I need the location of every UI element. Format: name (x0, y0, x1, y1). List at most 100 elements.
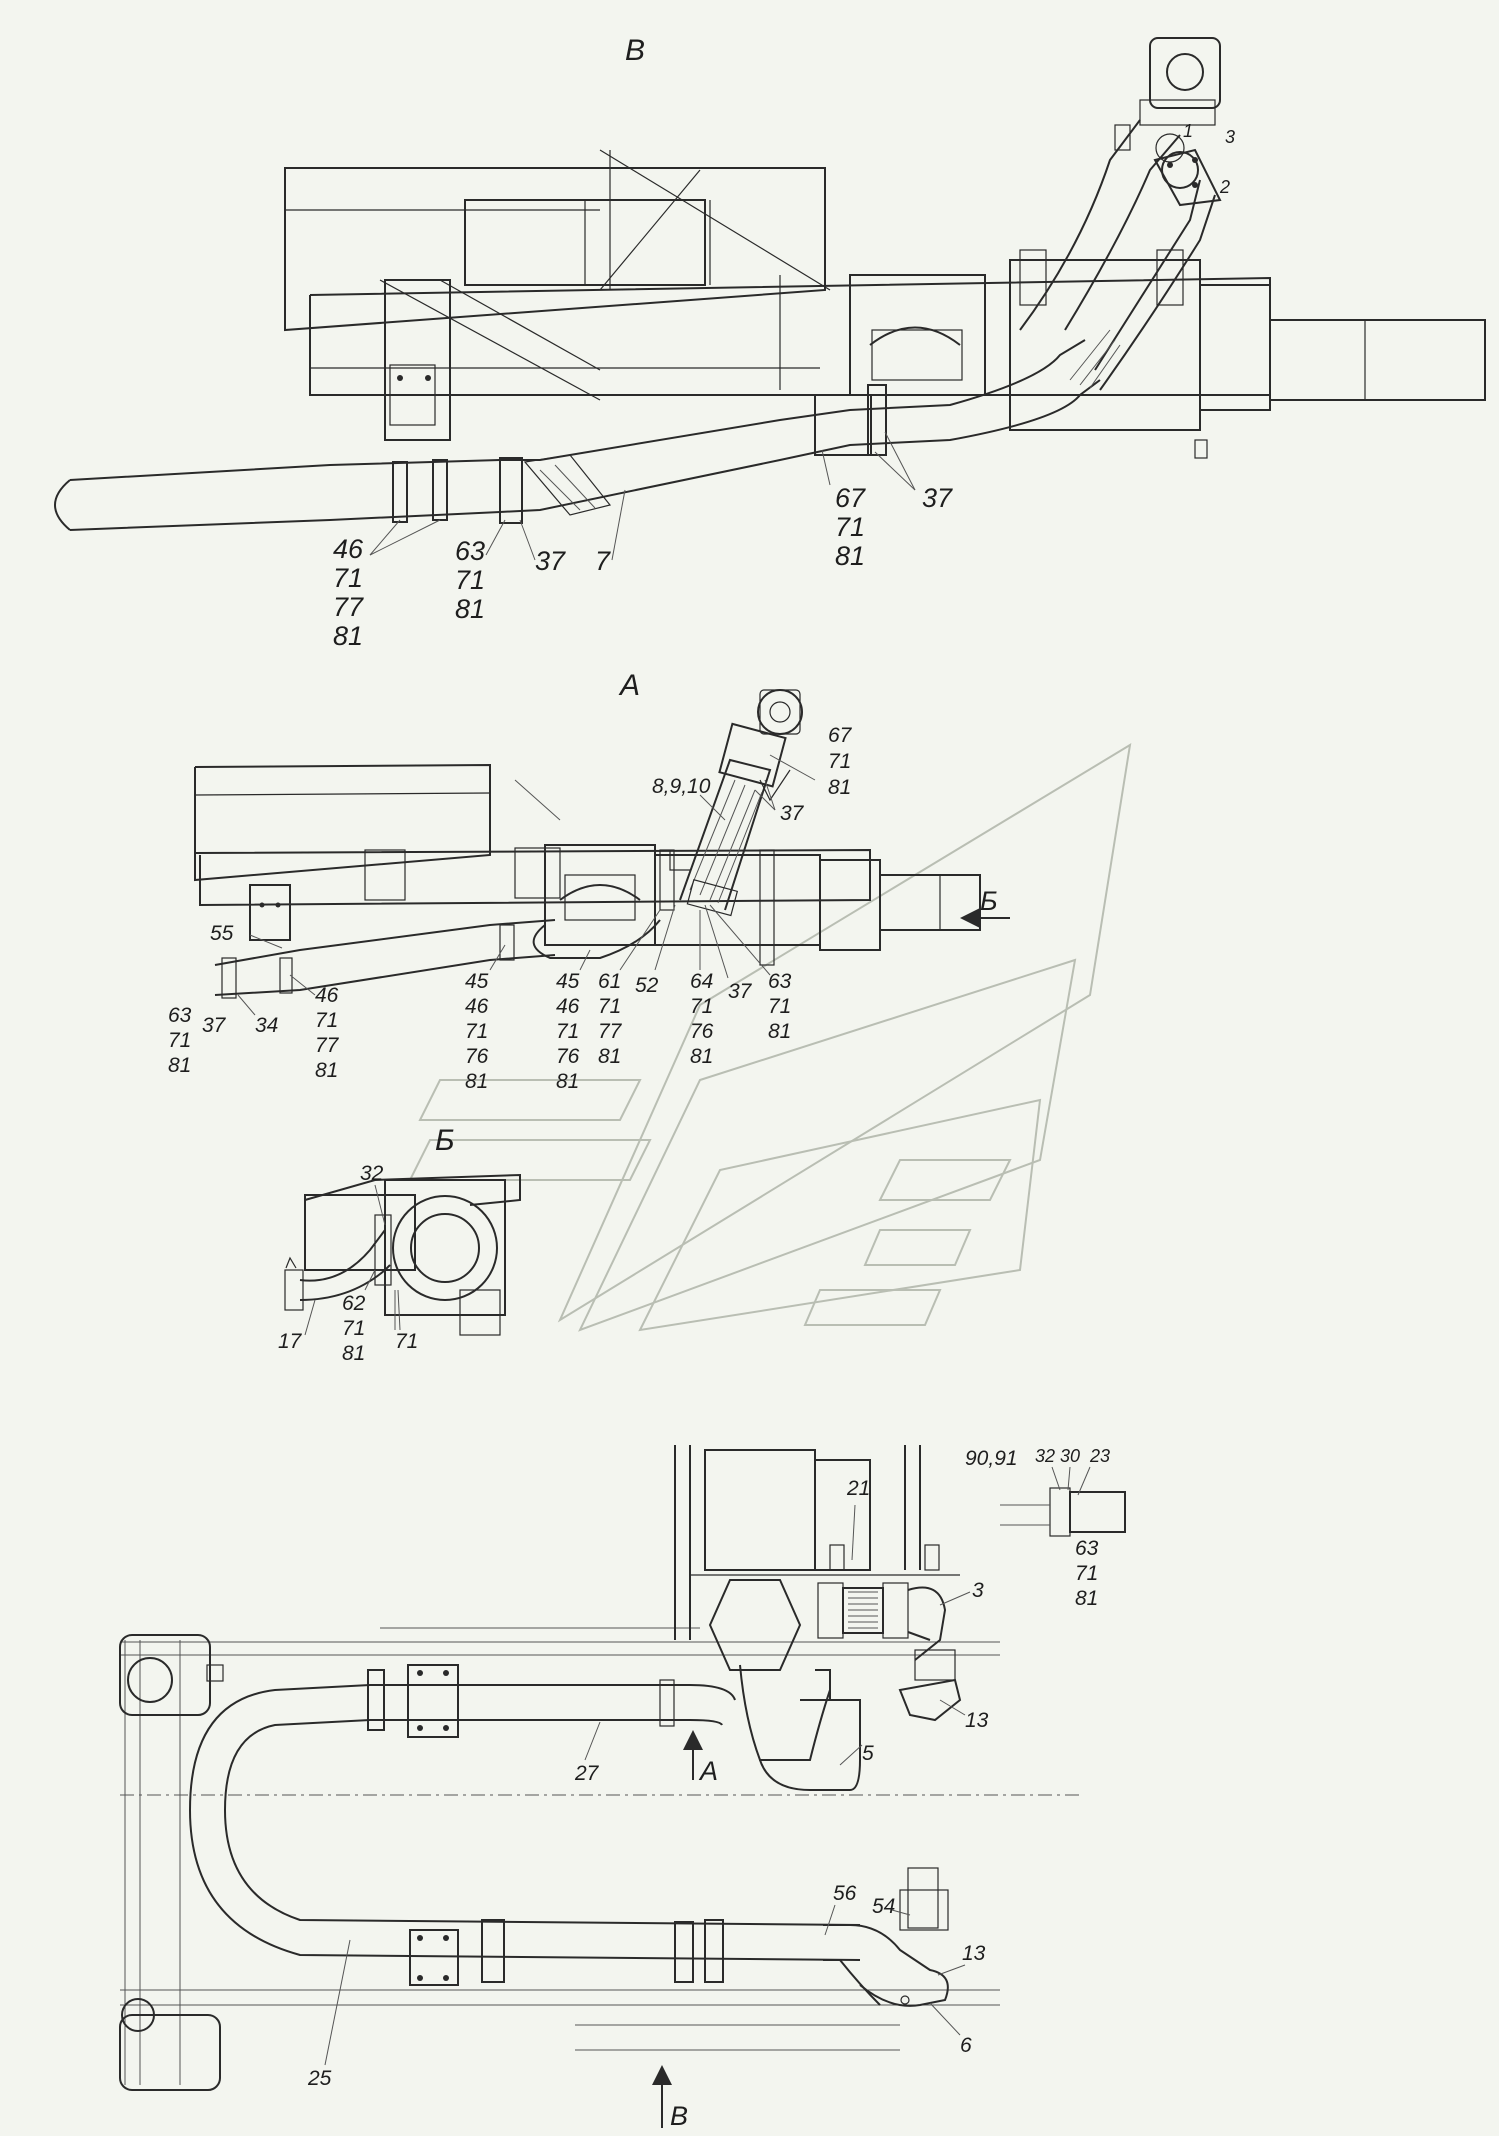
callout-7: 7 (595, 546, 611, 576)
callout-77-a: 77 (333, 592, 364, 622)
watermark-logo (408, 743, 1132, 1332)
flange-label-2: 2 (1219, 177, 1230, 197)
callout-81-c: 81 (835, 541, 865, 571)
a-callout-61: 61 (598, 970, 621, 993)
plan-callout-54: 54 (872, 1895, 895, 1918)
arrow-b-label: Б (980, 886, 998, 916)
plan-callout-3: 3 (972, 1579, 984, 1602)
view-a-flange (757, 689, 803, 735)
arrow-v-label: В (670, 2101, 688, 2131)
a-callout-45-m2: 45 (556, 970, 580, 993)
a-callout-71: 71 (828, 750, 851, 773)
flange-clamp-67 (718, 722, 787, 788)
frame-rail-upper (284, 167, 826, 332)
view-v-labels: В 1 2 3 46 71 77 81 63 71 81 37 7 67 71 … (333, 34, 1235, 651)
a-callout-81: 81 (828, 776, 851, 799)
callout-81-a: 81 (333, 621, 363, 651)
a-callout-71-m2: 71 (556, 1020, 579, 1043)
plan-callout-32: 32 (1035, 1446, 1055, 1466)
plan-callout-9091: 90,91 (965, 1447, 1018, 1470)
a-callout-46-m2: 46 (556, 995, 580, 1018)
a-callout-81-left2: 81 (315, 1059, 338, 1082)
flange-top (1149, 37, 1221, 109)
plan-callout-71: 71 (1075, 1562, 1098, 1585)
a-callout-46-m1: 46 (465, 995, 489, 1018)
plan-callout-13-upper: 13 (965, 1709, 989, 1732)
view-v-title: В (625, 34, 645, 67)
a-callout-pipe: 8,9,10 (652, 775, 711, 798)
a-callout-63-m7: 63 (768, 970, 792, 993)
a-callout-77-left2: 77 (315, 1034, 340, 1057)
a-callout-52: 52 (635, 974, 659, 997)
a-callout-45-m1: 45 (465, 970, 489, 993)
callout-71-a: 71 (333, 563, 363, 593)
plan-callout-30: 30 (1060, 1446, 1080, 1466)
plan-callout-21: 21 (846, 1477, 870, 1500)
view-v-assembly (54, 37, 1486, 531)
clamp-67 (814, 394, 872, 456)
plan-view-labels: 21 90,91 32 30 23 63 71 81 3 13 5 27 А 5… (307, 1446, 1110, 2131)
plan-callout-23: 23 (1089, 1446, 1110, 1466)
callout-37-b: 37 (535, 546, 566, 576)
callout-37-c: 37 (922, 483, 953, 513)
a-callout-46-left2: 46 (315, 984, 339, 1007)
plan-callout-6: 6 (960, 2034, 972, 2057)
view-a-assembly (194, 689, 981, 999)
a-callout-81-m5: 81 (690, 1045, 713, 1068)
plan-view-assembly (119, 1445, 1126, 2091)
a-callout-77-m3: 77 (598, 1020, 623, 1043)
view-a-labels: А 67 71 81 8,9,10 37 Б 55 34 37 63 71 81… (168, 669, 1010, 1093)
flange-label-1: 1 (1183, 121, 1193, 141)
a-callout-76-m1: 76 (465, 1045, 489, 1068)
callout-67-c: 67 (835, 483, 866, 513)
callout-81-b: 81 (455, 594, 485, 624)
b-callout-71: 71 (342, 1317, 365, 1340)
a-callout-71-m1: 71 (465, 1020, 488, 1043)
a-callout-76-m5: 76 (690, 1020, 714, 1043)
b-callout-62: 62 (342, 1292, 366, 1315)
a-callout-37-top: 37 (780, 802, 805, 825)
plan-callout-27: 27 (574, 1762, 600, 1785)
b-callout-81: 81 (342, 1342, 365, 1365)
top-left-mount (127, 1657, 173, 1703)
callout-46-a: 46 (333, 534, 364, 564)
plan-callout-56: 56 (833, 1882, 857, 1905)
muffler-outlet-circle (392, 1195, 498, 1301)
arrow-a-label: А (698, 1756, 718, 1786)
a-callout-71-m7: 71 (768, 995, 791, 1018)
a-callout-55: 55 (210, 922, 234, 945)
clamp-46 (392, 461, 408, 523)
plan-callout-13-lower: 13 (962, 1942, 986, 1965)
callout-71-b: 71 (455, 565, 485, 595)
a-callout-37-left: 37 (202, 1014, 227, 1037)
b-callout-32: 32 (360, 1162, 384, 1185)
a-callout-34: 34 (255, 1014, 278, 1037)
a-callout-67: 67 (828, 724, 853, 747)
a-callout-63-left: 63 (168, 1004, 192, 1027)
a-callout-71-left2: 71 (315, 1009, 338, 1032)
flange-label-3: 3 (1225, 127, 1235, 147)
view-b-assembly (284, 1173, 521, 1336)
a-callout-71-m3: 71 (598, 995, 621, 1018)
view-b-labels: Б 32 62 71 81 17 71 (278, 1124, 455, 1365)
a-callout-81-m2: 81 (556, 1070, 579, 1093)
a-callout-71-left: 71 (168, 1029, 191, 1052)
plan-callout-5: 5 (862, 1742, 874, 1765)
a-callout-81-left: 81 (168, 1054, 191, 1077)
callout-63-b: 63 (455, 536, 485, 566)
plan-callout-25: 25 (307, 2067, 332, 2090)
a-callout-71-m5: 71 (690, 995, 713, 1018)
a-callout-76-m2: 76 (556, 1045, 580, 1068)
clamp-63 (499, 457, 523, 524)
b-callout-17: 17 (278, 1330, 303, 1353)
view-a-title: А (618, 669, 640, 702)
a-callout-81-m7: 81 (768, 1020, 791, 1043)
a-callout-81-m1: 81 (465, 1070, 488, 1093)
a-callout-81-m3: 81 (598, 1045, 621, 1068)
a-callout-64: 64 (690, 970, 713, 993)
b-callout-71-right: 71 (395, 1330, 418, 1353)
view-b-title: Б (435, 1124, 455, 1157)
plan-callout-63: 63 (1075, 1537, 1099, 1560)
plan-callout-81: 81 (1075, 1587, 1098, 1610)
